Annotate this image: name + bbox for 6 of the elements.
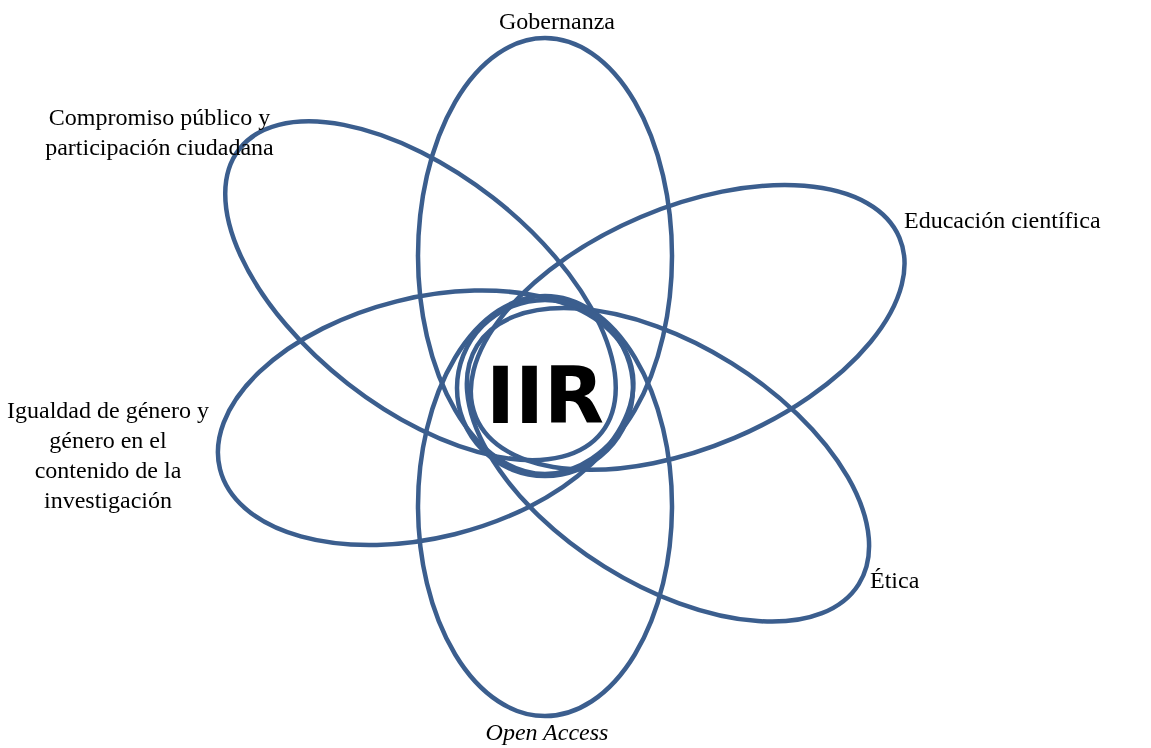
- petal-label: Ética: [870, 562, 920, 598]
- petal-label: Educación científica: [904, 202, 1101, 238]
- petal-label: Igualdad de género y género en el contenido de la investigación: [4, 395, 212, 515]
- petal-label: Gobernanza: [499, 3, 615, 39]
- petal-label: Open Access: [485, 718, 609, 746]
- center-label: IIR: [485, 357, 605, 435]
